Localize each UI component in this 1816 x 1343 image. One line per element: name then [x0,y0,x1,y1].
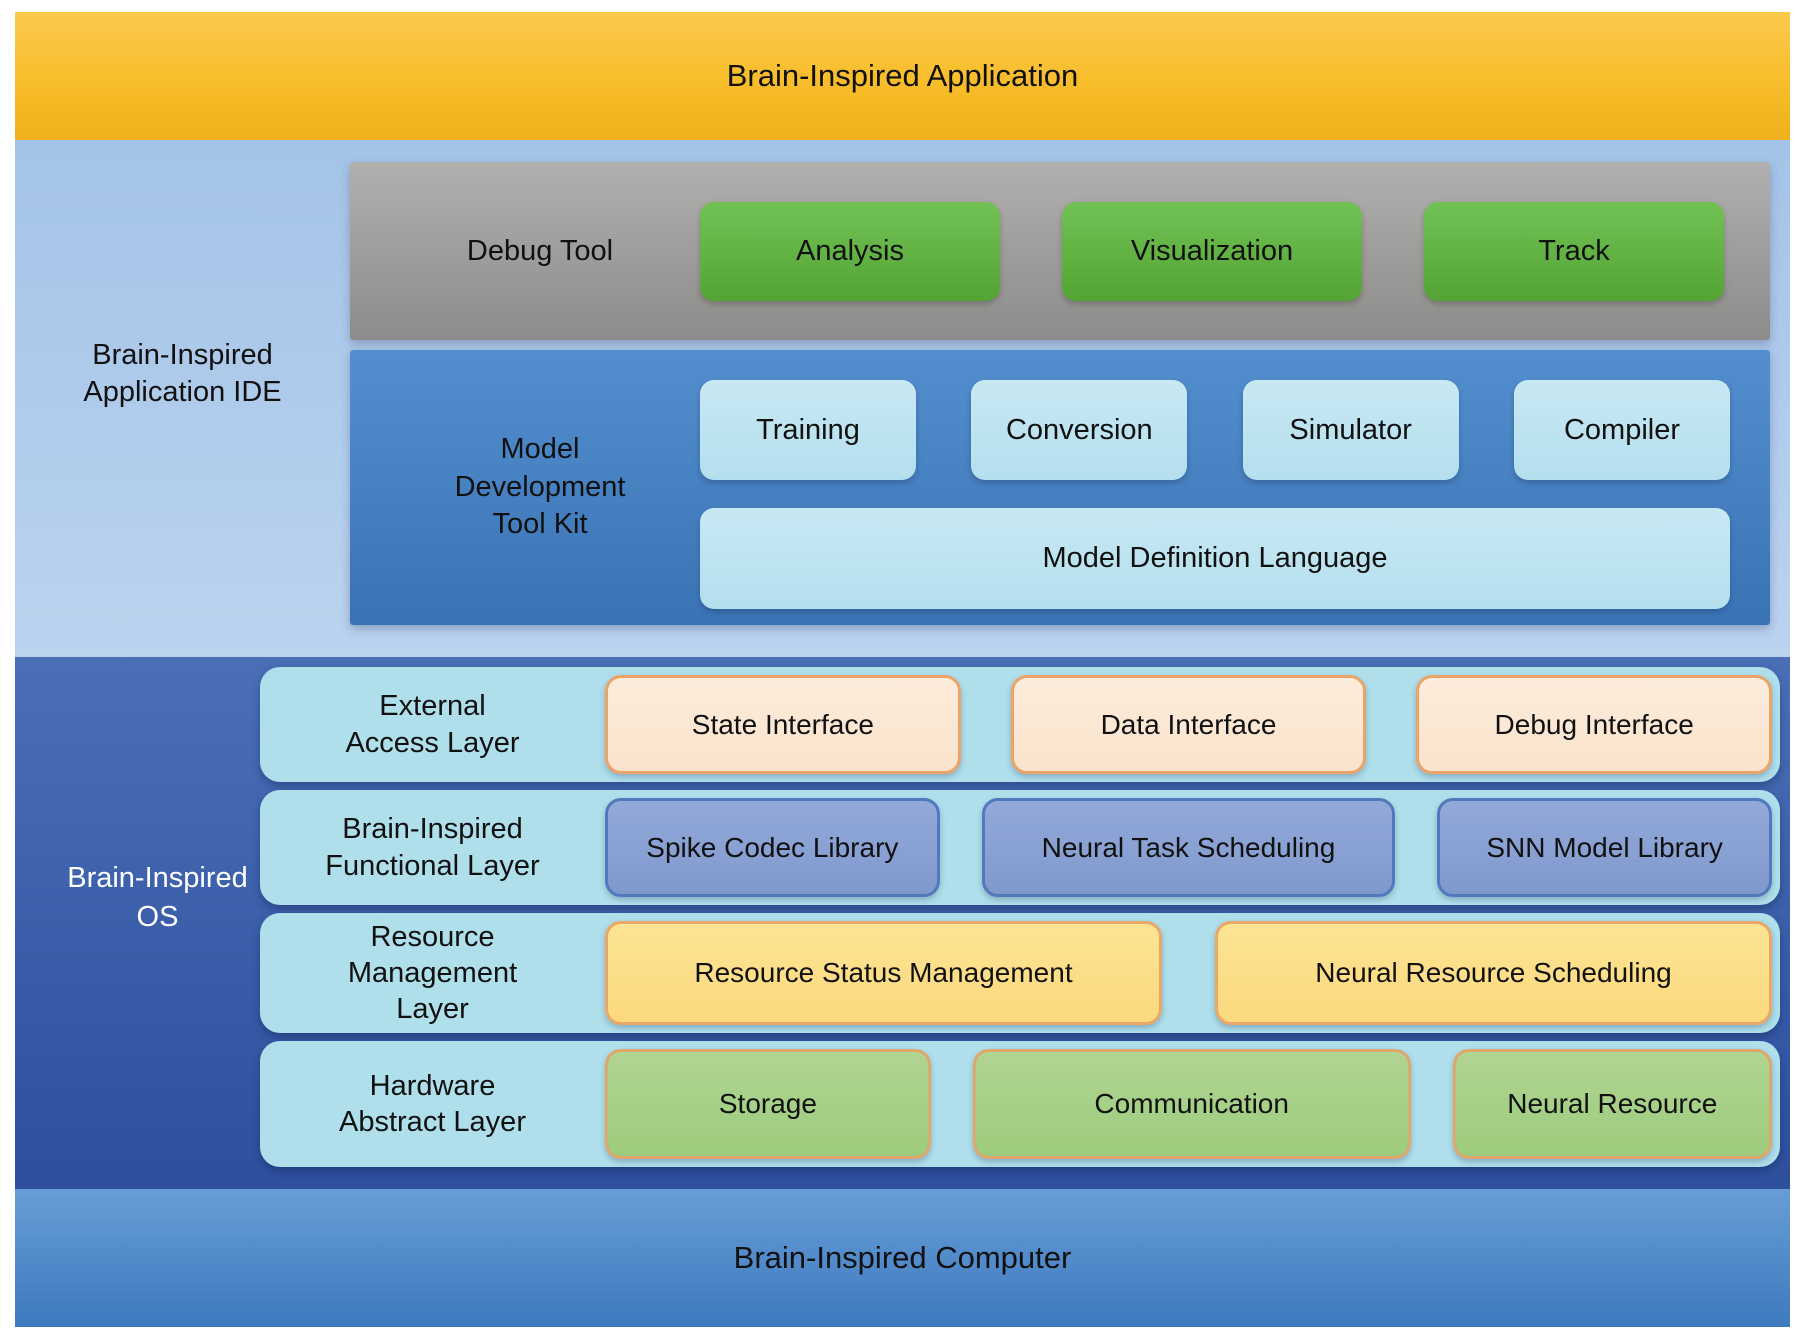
external-access-layer-label: External Access Layer [345,690,520,759]
external-access-layer-label-col: External Access Layer [260,667,605,782]
compiler-button: Compiler [1513,380,1730,480]
external-access-layer-row: External Access Layer State Interface Da… [260,667,1780,782]
ide-panel-label: Brain-Inspired Application IDE [83,339,282,408]
os-label-column: Brain-Inspired OS [15,657,260,1189]
hardware-abstract-layer-label-col: Hardware Abstract Layer [260,1041,605,1167]
simulator-button: Simulator [1242,380,1459,480]
model-definition-language-bar: Model Definition Language [700,508,1730,609]
toolkit-buttons-row: Training Conversion Simulator Compiler [700,380,1730,480]
hardware-abstract-layer-label: Hardware Abstract Layer [339,1069,526,1138]
computer-banner: Brain-Inspired Computer [15,1189,1790,1327]
snn-model-library-box: SNN Model Library [1437,798,1772,897]
resource-management-layer-row: Resource Management Layer Resource Statu… [260,913,1780,1033]
conversion-button: Conversion [971,380,1188,480]
toolkit-label: Model Development Tool Kit [454,432,626,541]
hardware-abstract-layer-boxes: Storage Communication Neural Resource [605,1041,1780,1167]
state-interface-box: State Interface [605,675,961,774]
neural-resource-box: Neural Resource [1452,1049,1772,1159]
model-development-toolkit-bar: Model Development Tool Kit Training Conv… [350,350,1770,625]
data-interface-box: Data Interface [1010,675,1367,774]
resource-management-layer-label: Resource Management Layer [347,920,518,1026]
ide-label-column: Brain-Inspired Application IDE [15,140,350,657]
application-banner: Brain-Inspired Application [15,12,1790,140]
functional-layer-row: Brain-Inspired Functional Layer Spike Co… [260,790,1780,905]
debug-tool-label: Debug Tool [466,234,614,267]
functional-layer-label: Brain-Inspired Functional Layer [325,813,540,882]
visualization-button: Visualization [1062,201,1362,301]
track-button: Track [1424,201,1724,301]
diagram-body: Brain-Inspired Application Brain-Inspire… [15,12,1790,1327]
analysis-button: Analysis [700,201,1000,301]
computer-banner-label: Brain-Inspired Computer [733,1240,1072,1275]
resource-status-management-box: Resource Status Management [605,921,1162,1025]
neural-resource-scheduling-box: Neural Resource Scheduling [1215,921,1772,1025]
os-layer-rows: External Access Layer State Interface Da… [260,657,1790,1189]
ide-panel: Brain-Inspired Application IDE Debug Too… [15,140,1790,657]
storage-box: Storage [605,1049,931,1159]
resource-management-layer-label-col: Resource Management Layer [260,913,605,1033]
functional-layer-label-col: Brain-Inspired Functional Layer [260,790,605,905]
communication-box: Communication [972,1049,1411,1159]
debug-interface-box: Debug Interface [1416,675,1773,774]
debug-tool-bar: Debug Tool Analysis Visualization Track [350,162,1770,340]
toolkit-label-column: Model Development Tool Kit [350,350,700,625]
resource-management-layer-boxes: Resource Status Management Neural Resour… [605,913,1780,1033]
training-button: Training [700,380,916,480]
hardware-abstract-layer-row: Hardware Abstract Layer Storage Communic… [260,1041,1780,1167]
functional-layer-boxes: Spike Codec Library Neural Task Scheduli… [605,790,1780,905]
application-banner-label: Brain-Inspired Application [726,58,1079,93]
os-panel: Brain-Inspired OS External Access Layer … [15,657,1790,1189]
external-access-layer-boxes: State Interface Data Interface Debug Int… [605,667,1780,782]
spike-codec-library-box: Spike Codec Library [605,798,940,897]
toolkit-content: Training Conversion Simulator Compiler M… [700,350,1770,625]
os-panel-label: Brain-Inspired OS [67,861,248,933]
neural-task-scheduling-box: Neural Task Scheduling [981,798,1396,897]
ide-content: Debug Tool Analysis Visualization Track … [350,140,1790,657]
